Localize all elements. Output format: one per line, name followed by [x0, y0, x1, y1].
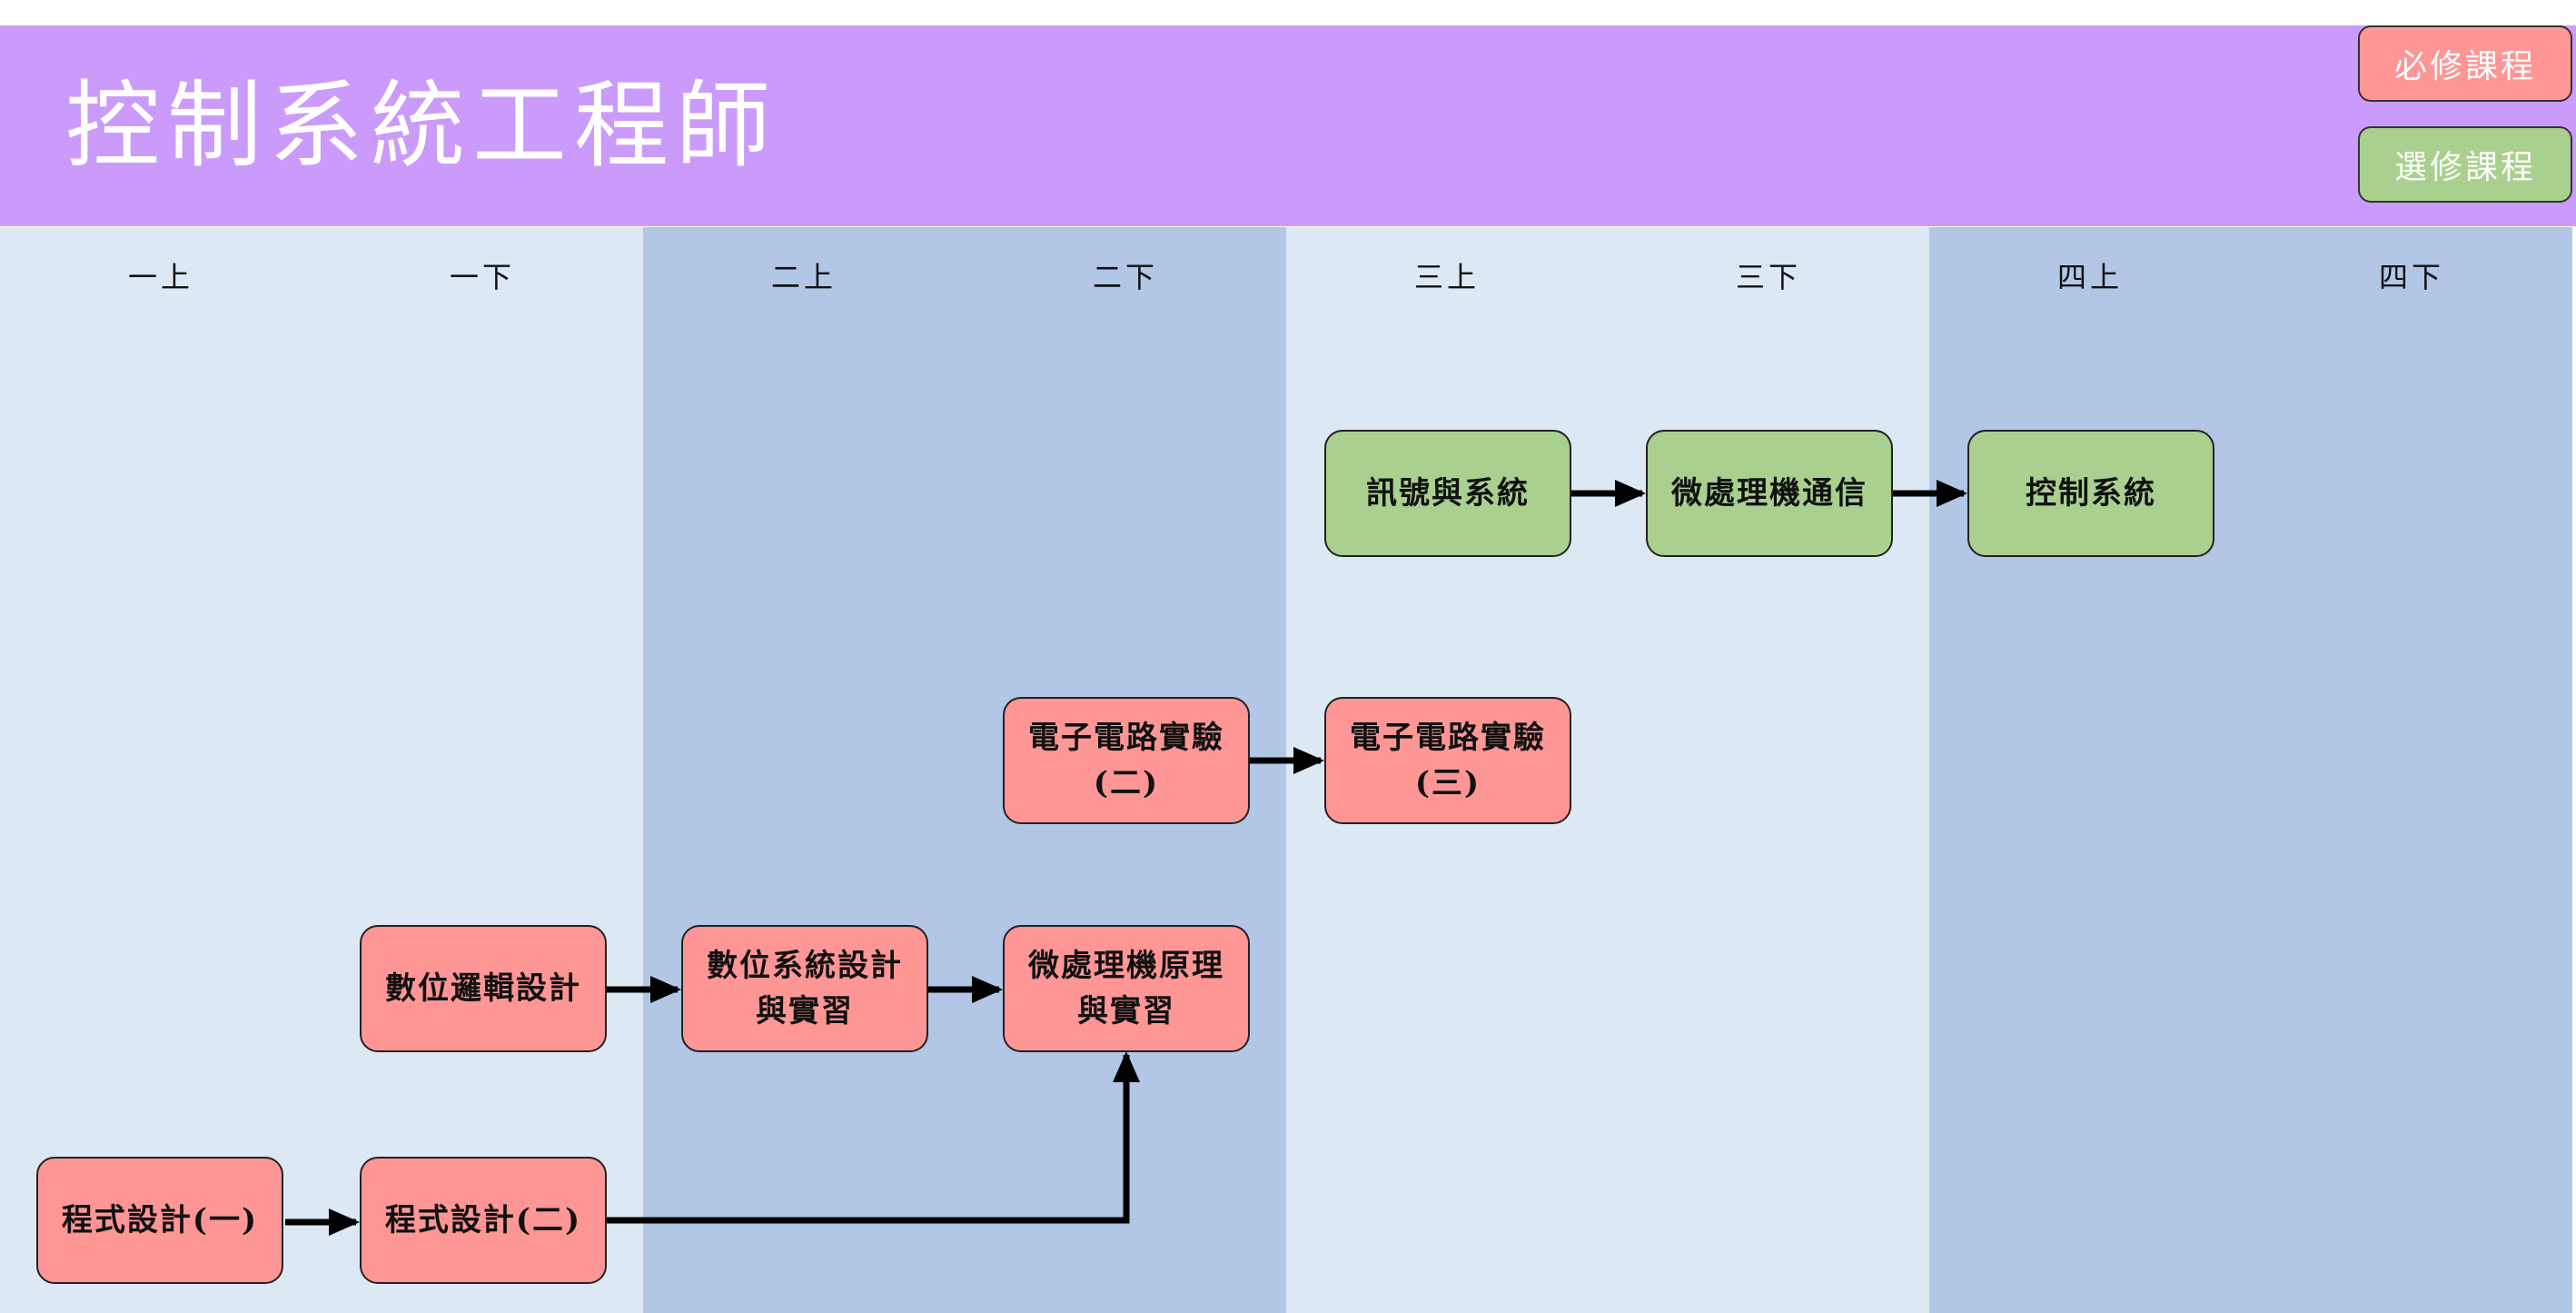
title-banner: 控制系統工程師: [0, 25, 2576, 226]
column-4-up: [1929, 227, 2251, 1313]
course-electronics-lab-2: 電子電路實驗(二): [1003, 697, 1250, 824]
column-1-down: [322, 227, 643, 1313]
semester-label: 一下: [449, 260, 515, 294]
column-4-down: [2251, 227, 2572, 1313]
semester-label: 四下: [2378, 260, 2444, 294]
semester-label: 四上: [2056, 260, 2123, 294]
course-signals-and-systems: 訊號與系統: [1324, 430, 1571, 557]
semester-label: 二上: [770, 260, 837, 294]
semester-label: 三下: [1735, 260, 1801, 294]
course-electronics-lab-3: 電子電路實驗(三): [1324, 697, 1571, 824]
course-digital-logic-design: 數位邏輯設計: [360, 925, 607, 1052]
semester-label: 一上: [127, 260, 193, 294]
course-digital-system-design: 數位系統設計與實習: [681, 925, 928, 1052]
semester-label: 二下: [1092, 260, 1158, 294]
course-microprocessor-principles: 微處理機原理與實習: [1003, 925, 1250, 1052]
column-1-up: [0, 227, 322, 1313]
course-control-systems: 控制系統: [1967, 430, 2214, 557]
page-title: 控制系統工程師: [65, 70, 778, 181]
legend-required: 必修課程: [2358, 25, 2572, 102]
course-programming-1: 程式設計(一): [36, 1157, 283, 1284]
column-3-down: [1608, 227, 1929, 1313]
semester-label: 三上: [1413, 260, 1480, 294]
legend-elective: 選修課程: [2358, 126, 2572, 203]
course-programming-2: 程式設計(二): [360, 1157, 607, 1284]
column-2-up: [643, 227, 965, 1313]
course-microprocessor-communication: 微處理機通信: [1646, 430, 1893, 557]
